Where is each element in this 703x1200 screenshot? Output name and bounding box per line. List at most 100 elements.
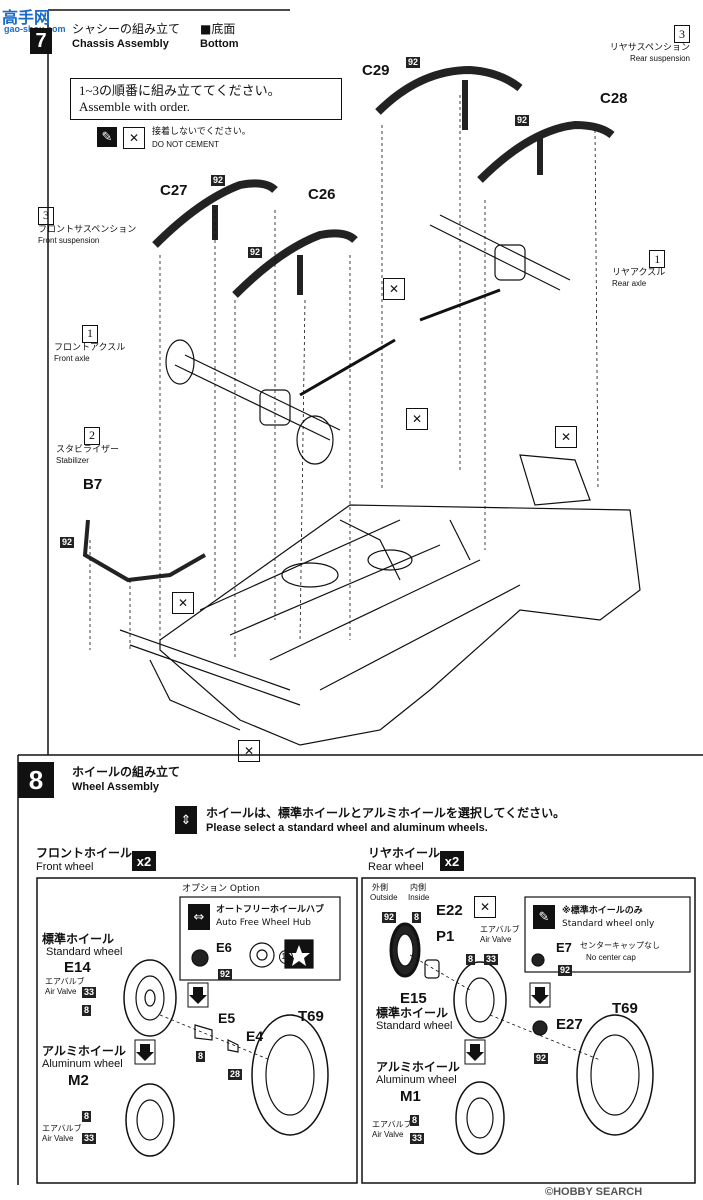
step-7-number: 7 <box>30 28 52 54</box>
color-tag-label: 92 <box>558 965 573 976</box>
standard-only-en: Standard wheel only <box>562 919 655 929</box>
color-tag: 33 <box>410 1126 425 1145</box>
part-e5: E5 <box>218 1010 236 1026</box>
stabilizer-label: 2 スタビライザー Stabilizer <box>56 424 119 466</box>
color-tag: 92 <box>515 108 530 127</box>
rear-aluminum-wheel-en: Aluminum wheel <box>376 1074 457 1086</box>
stabilizer-number: 2 <box>84 426 100 445</box>
color-tag-label: 8 <box>82 1005 92 1016</box>
part-c29: C29 <box>362 62 390 79</box>
hub-option-en: Auto Free Wheel Hub <box>216 918 311 928</box>
outside-en: Outside <box>370 893 398 902</box>
front-wheel-title-en: Front wheel <box>36 861 94 873</box>
front-wheel-title-jp: フロントホイール <box>36 846 133 860</box>
no-cement-icon: ✕ <box>474 896 496 918</box>
glue-icon: ✎ <box>533 905 555 929</box>
stabilizer-jp: スタビライザー <box>56 444 120 455</box>
color-tag: 33 <box>484 947 499 966</box>
rear-wheel-title-jp: リヤホイール <box>368 846 441 860</box>
color-tag-label: 8 <box>82 1111 92 1122</box>
color-tag-label: 92 <box>211 175 226 186</box>
color-tag-label: 92 <box>382 912 397 923</box>
select-icon: ⇕ <box>175 806 197 834</box>
front-aluminum-wheel-en: Aluminum wheel <box>42 1058 123 1070</box>
select-note-en: Please select a standard wheel and alumi… <box>206 822 488 834</box>
color-tag: 92 <box>558 958 573 977</box>
color-tag-label: 8 <box>412 912 422 923</box>
front-suspension-jp: フロントサスペンション <box>38 224 137 235</box>
no-cement-icon: ✕ <box>406 408 428 430</box>
rear-standard-wheel-en: Standard wheel <box>376 1020 453 1032</box>
color-tag-label: 33 <box>484 954 499 965</box>
rear-aluminum-wheel-jp: アルミホイール <box>376 1060 460 1074</box>
assembly-order-note: 1~3の順番に組み立ててください。 Assemble with order. <box>70 78 342 120</box>
rear-axle-jp: リヤアクスル <box>612 268 666 278</box>
front-axle-label: 1 フロントアクスル Front axle <box>54 322 125 364</box>
rear-axle-label: 1 リヤアクスル Rear axle <box>612 250 666 289</box>
color-tag-label: 8 <box>466 954 476 965</box>
part-c26: C26 <box>308 186 336 203</box>
standard-only-jp: ※標準ホイールのみ <box>562 906 643 916</box>
front-axle-jp: フロントアクスル <box>54 342 126 353</box>
front-axle-number: 1 <box>82 324 98 343</box>
part-m1: M1 <box>400 1088 421 1105</box>
part-m2: M2 <box>68 1072 89 1089</box>
color-tag: 92 <box>534 1046 549 1065</box>
hub-option-jp: オートフリーホイールハブ <box>216 905 325 915</box>
color-tag: 8 <box>410 1108 420 1127</box>
no-center-cap-en: No center cap <box>586 953 636 962</box>
color-tag-label: 33 <box>82 987 97 998</box>
color-tag: 92 <box>248 240 263 259</box>
color-tag-label: 92 <box>406 57 421 68</box>
part-e6: E6 <box>216 940 232 955</box>
color-tag: 8 <box>82 1104 92 1123</box>
color-tag: 92 <box>406 50 421 69</box>
glue-icon: ✎ <box>97 127 117 147</box>
rear-axle-number: 1 <box>649 250 666 268</box>
rear-wheel-title-en: Rear wheel <box>368 861 424 873</box>
rear-wheel-quantity: x2 <box>440 851 464 871</box>
color-tag-label: 8 <box>196 1051 206 1062</box>
front-standard-wheel-jp: 標準ホイール <box>42 932 115 946</box>
color-tag-label: 33 <box>410 1133 425 1144</box>
front-axle-en: Front axle <box>54 353 90 363</box>
color-tag-label: 92 <box>248 247 263 258</box>
part-t69-front: T69 <box>298 1008 324 1025</box>
no-cement-icon: ✕ <box>123 127 145 149</box>
no-cement-icon: ✕ <box>555 426 577 448</box>
color-tag-circle: 18 <box>279 950 293 964</box>
part-e7: E7 <box>556 940 572 955</box>
color-tag: 8 <box>466 947 476 966</box>
part-b7: B7 <box>83 476 103 493</box>
color-tag-label: 92 <box>60 537 75 548</box>
part-e14: E14 <box>64 959 91 976</box>
rear-suspension-number: 3 <box>674 25 690 43</box>
color-tag-label: 8 <box>410 1115 420 1126</box>
hub-option-icon: ⇔ <box>188 904 210 930</box>
no-cement-icon: ✕ <box>238 740 260 762</box>
color-tag-label: 92 <box>515 115 530 126</box>
color-tag: 8 <box>412 905 422 924</box>
color-tag: 8 <box>82 998 92 1017</box>
part-e15: E15 <box>400 990 427 1007</box>
order-note-jp: 1~3の順番に組み立ててください。 <box>79 83 281 98</box>
part-c28: C28 <box>600 90 628 107</box>
watermark-top: 高手网 <box>2 10 51 27</box>
step-8-title-en: Wheel Assembly <box>72 781 160 793</box>
air-valve-en: Air Valve <box>480 935 512 944</box>
no-cement-en: DO NOT CEMENT <box>152 140 219 149</box>
watermark-bottom: ©HOBBY SEARCH <box>545 1186 643 1198</box>
select-note-jp: ホイールは、標準ホイールとアルミホイールを選択してください。 <box>206 806 566 820</box>
air-valve-jp: エアバルブ <box>372 1120 412 1129</box>
no-cement-icon: ✕ <box>383 278 405 300</box>
air-valve-jp: エアバルブ <box>480 925 520 934</box>
color-tag-label: 33 <box>82 1133 97 1144</box>
front-suspension-number: 3 <box>38 206 54 225</box>
front-standard-wheel-en: Standard wheel <box>46 946 123 958</box>
rear-suspension-label: 3 リヤサスペンション Rear suspension <box>560 25 690 64</box>
color-tag: 8 <box>196 1044 206 1063</box>
option-label: オプション Option <box>182 884 260 894</box>
no-cement-icon: ✕ <box>172 592 194 614</box>
front-aluminum-wheel-jp: アルミホイール <box>42 1044 126 1058</box>
